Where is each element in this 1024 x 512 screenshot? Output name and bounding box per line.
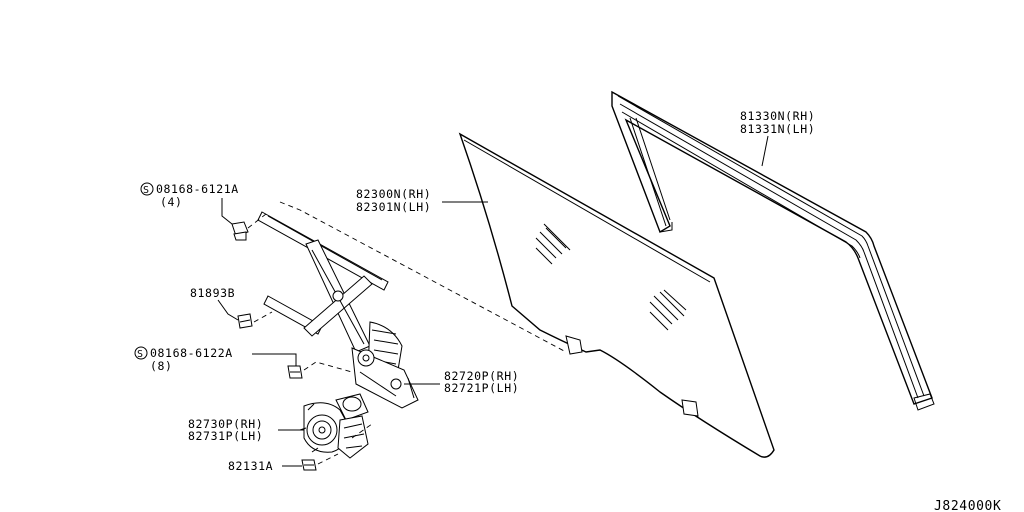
window-motor [299,393,369,459]
label-bolt-upper-qty: (4) [160,195,183,209]
label-regulator-rh: 82720P(RH) [444,369,519,383]
label-bolt-lower-qty: (8) [150,359,173,373]
glass-run-channel [611,90,935,411]
label-regulator-lh: 82721P(LH) [444,381,519,395]
label-door-glass-lh: 82301N(LH) [356,200,431,214]
screw-letter-upper: S [143,185,150,196]
nut-82131a [301,459,317,471]
label-bolt-upper: 08168-6121A [156,182,239,196]
assembly-lines [247,201,567,465]
bolt-lower [287,365,303,379]
bolt-upper [231,221,249,241]
door-glass [458,132,775,458]
screw-symbol-lower [134,346,148,360]
screw-symbol-upper [140,182,154,196]
diagram-code: J824000K [934,499,1001,512]
label-clip: 81893B [190,286,235,300]
screw-letter-lower: S [137,349,144,360]
label-nut: 82131A [228,459,273,473]
label-door-glass-rh: 82300N(RH) [356,187,431,201]
label-motor-lh: 82731P(LH) [188,429,263,443]
label-bolt-lower: 08168-6122A [150,346,233,360]
label-motor-rh: 82730P(RH) [188,417,263,431]
clip-81893b [237,313,253,329]
window-regulator [257,211,419,409]
leader-lines [217,135,769,467]
label-run-channel-lh: 81331N(LH) [740,122,815,136]
label-run-channel-rh: 81330N(RH) [740,109,815,123]
part-labels: 81330N(RH) 81331N(LH) 82300N(RH) 82301N(… [134,109,1001,512]
